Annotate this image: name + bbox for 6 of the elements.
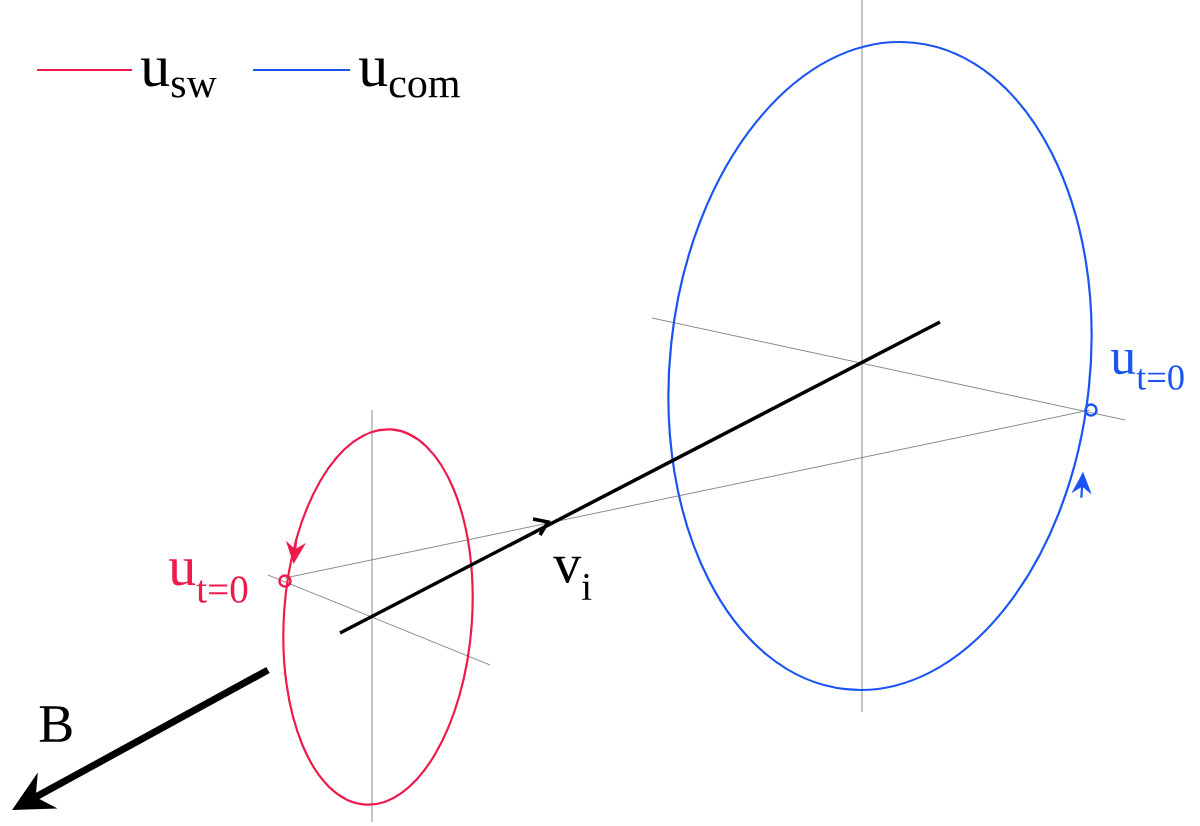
vector-label: v$_{i}$ bbox=[553, 556, 592, 600]
legend-label: u$_{com}$ bbox=[359, 58, 460, 98]
legend-label: u$_{sw}$ bbox=[141, 58, 217, 98]
vector-label: u$_{t=0}$ bbox=[168, 559, 248, 603]
vector-label: B bbox=[39, 706, 72, 742]
vector-label: u$_{t=0}$ bbox=[1110, 349, 1184, 390]
